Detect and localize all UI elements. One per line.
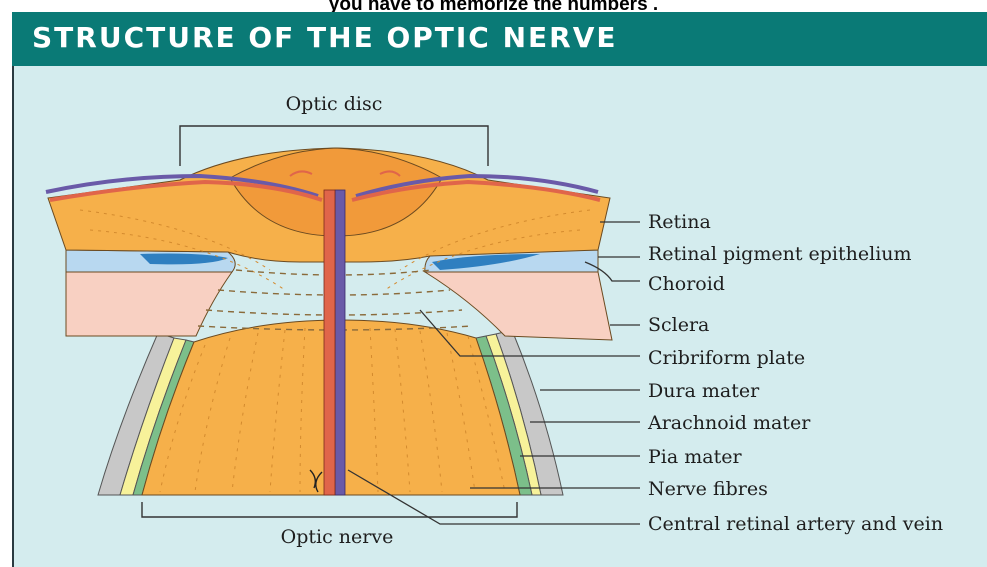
label-optic-disc: Optic disc bbox=[286, 93, 383, 115]
label-dura: Dura mater bbox=[648, 380, 760, 402]
label-arachnoid: Arachnoid mater bbox=[647, 412, 811, 434]
label-pia: Pia mater bbox=[648, 446, 742, 468]
sclera-right bbox=[425, 272, 612, 340]
label-rpe: Retinal pigment epithelium bbox=[648, 243, 912, 265]
label-retina: Retina bbox=[648, 211, 711, 233]
label-optic-nerve: Optic nerve bbox=[281, 526, 394, 548]
optic-nerve-bracket bbox=[142, 502, 517, 517]
label-cribriform: Cribriform plate bbox=[648, 347, 805, 369]
label-sclera: Sclera bbox=[648, 314, 709, 336]
central-retinal-artery bbox=[324, 190, 335, 495]
central-retinal-vein bbox=[335, 190, 345, 495]
label-choroid: Choroid bbox=[648, 273, 725, 295]
sclera-left bbox=[66, 272, 232, 336]
label-nerve-fibres: Nerve fibres bbox=[648, 478, 768, 500]
label-central-vessels: Central retinal artery and vein bbox=[648, 513, 943, 535]
